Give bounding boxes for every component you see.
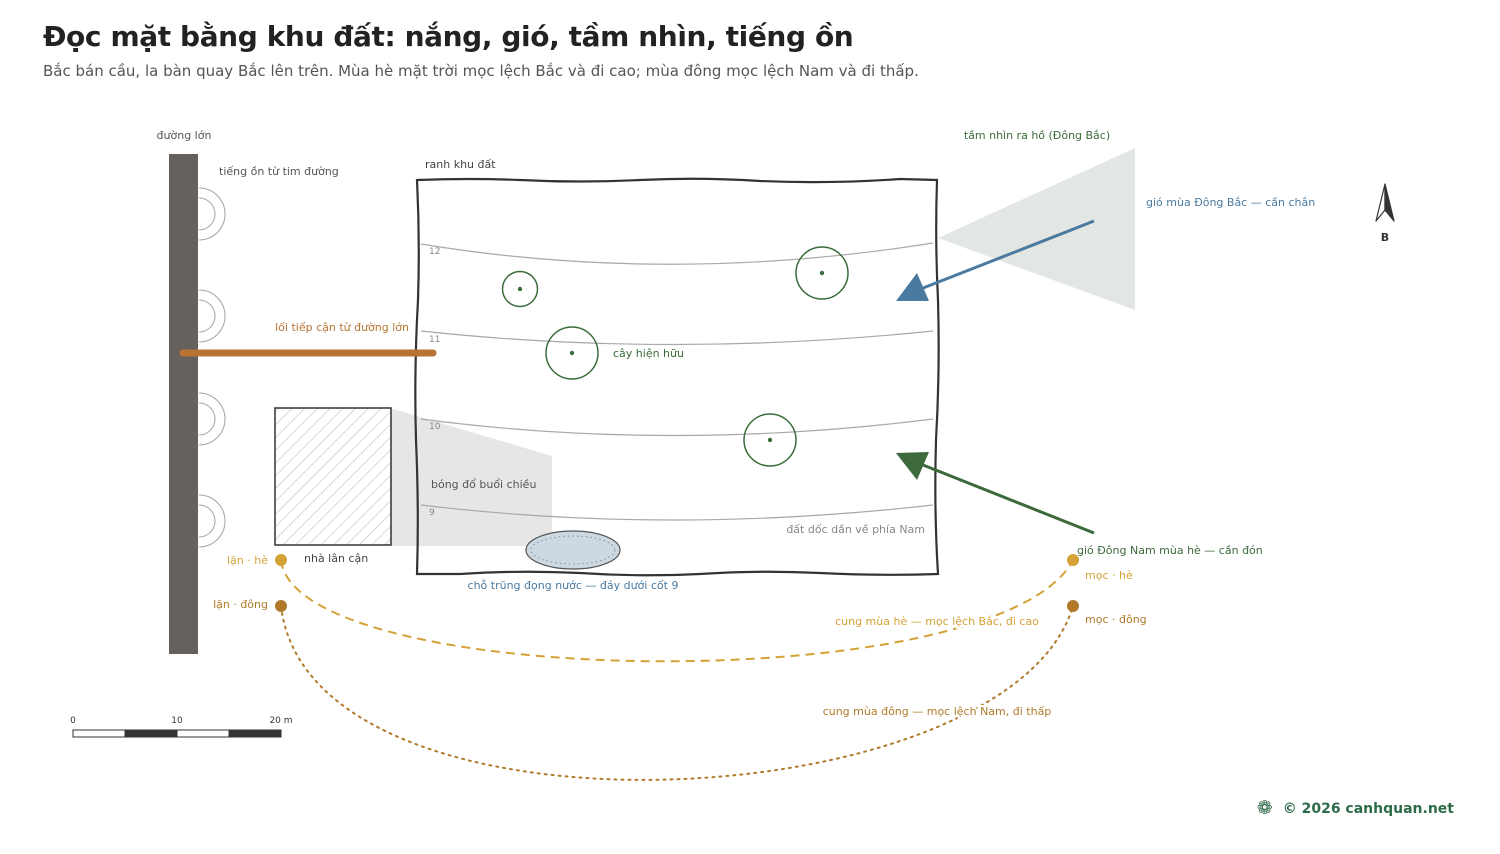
contour-line <box>420 330 934 346</box>
winter-sun-arc <box>280 605 1074 781</box>
knot-logo-icon: ❁ <box>1256 797 1273 819</box>
slope-label: đất dốc dần về phía Nam <box>786 523 925 536</box>
tree-canopy <box>743 413 797 467</box>
page-title: Đọc mặt bằng khu đất: nắng, gió, tầm nhì… <box>43 20 854 53</box>
noise-waves <box>198 187 226 548</box>
contour-line <box>420 504 934 521</box>
sunrise-winter-point <box>1067 600 1079 612</box>
tree-canopy <box>545 326 599 380</box>
tree-canopy <box>795 246 849 300</box>
sunset-summer-label: lặn · hè <box>227 554 268 567</box>
ne-wind-label: gió mùa Đông Bắc — cần chắn <box>1146 196 1315 209</box>
summer-arc-label: cung mùa hè — mọc lệch Bắc, đi cao <box>835 615 1039 628</box>
low-point-ring <box>530 535 616 565</box>
se-wind-label: gió Đông Nam mùa hè — cần đón <box>1077 544 1263 557</box>
scale-tick-label: 10 <box>171 716 183 726</box>
afternoon-shadow <box>390 408 552 546</box>
scale-tick-label: 0 <box>70 716 76 726</box>
view-cone <box>938 148 1135 310</box>
north-arrow-icon <box>1375 183 1386 222</box>
access-label: lối tiếp cận từ đường lớn <box>275 321 409 334</box>
sunset-summer-point <box>275 554 287 566</box>
sunrise-summer-point <box>1067 554 1079 566</box>
main-road <box>169 154 198 654</box>
tree-canopy <box>501 270 539 308</box>
north-label: B <box>1381 231 1389 244</box>
site-boundary-label: ranh khu đất <box>425 158 496 171</box>
footer: ❁ © 2026 canhquan.net <box>1257 799 1454 818</box>
tree-trunk <box>819 270 825 276</box>
scale-tick-label: 20 m <box>269 716 292 726</box>
contour-line <box>420 242 934 265</box>
neighbor-house <box>274 407 392 546</box>
neighbor-label: nhà lân cận <box>304 552 368 565</box>
contour-label: 10 <box>429 422 441 432</box>
ne-wind-arrowhead <box>896 273 929 301</box>
view-label: tầm nhìn ra hồ (Đông Bắc) <box>964 129 1110 142</box>
sunset-winter-point <box>275 600 287 612</box>
se-wind-arrow-shaft <box>917 461 1095 535</box>
site-boundary <box>414 177 940 577</box>
scale-bar <box>72 729 282 738</box>
tree-trunks <box>517 270 825 443</box>
contour-label: 9 <box>429 508 435 518</box>
contour-label: 11 <box>429 335 440 345</box>
ne-wind-arrow-shaft <box>917 219 1095 292</box>
sunset-winter-label: lặn · đông <box>213 598 268 611</box>
existing-trees-label: cây hiện hữu <box>613 347 684 360</box>
contour-lines <box>420 242 934 521</box>
tree-trunk <box>517 286 523 292</box>
sunrise-summer-label: mọc · hè <box>1085 569 1133 582</box>
road-label: đường lớn <box>157 129 212 142</box>
afternoon-shadow-label: bóng đổ buổi chiều <box>431 478 536 491</box>
tree-trunk <box>767 437 773 443</box>
low-point-label: chỗ trũng đọng nước — đáy dưới cốt 9 <box>468 579 679 592</box>
north-arrow-icon-fill <box>1384 183 1395 222</box>
existing-trees <box>501 246 849 467</box>
se-wind-arrowhead <box>896 452 929 480</box>
footer-copyright[interactable]: © 2026 canhquan.net <box>1282 800 1454 817</box>
sunrise-winter-label: mọc · đông <box>1085 613 1147 626</box>
low-point-water <box>525 530 621 570</box>
winter-arc-label: cung mùa đông — mọc lệch Nam, đi thấp <box>823 705 1052 718</box>
page-subtitle: Bắc bán cầu, la bàn quay Bắc lên trên. M… <box>43 62 919 80</box>
tree-trunk <box>569 350 575 356</box>
contour-label: 12 <box>429 247 440 257</box>
contour-line <box>420 418 934 437</box>
road-noise-label: tiếng ồn từ tim đường <box>219 165 339 178</box>
